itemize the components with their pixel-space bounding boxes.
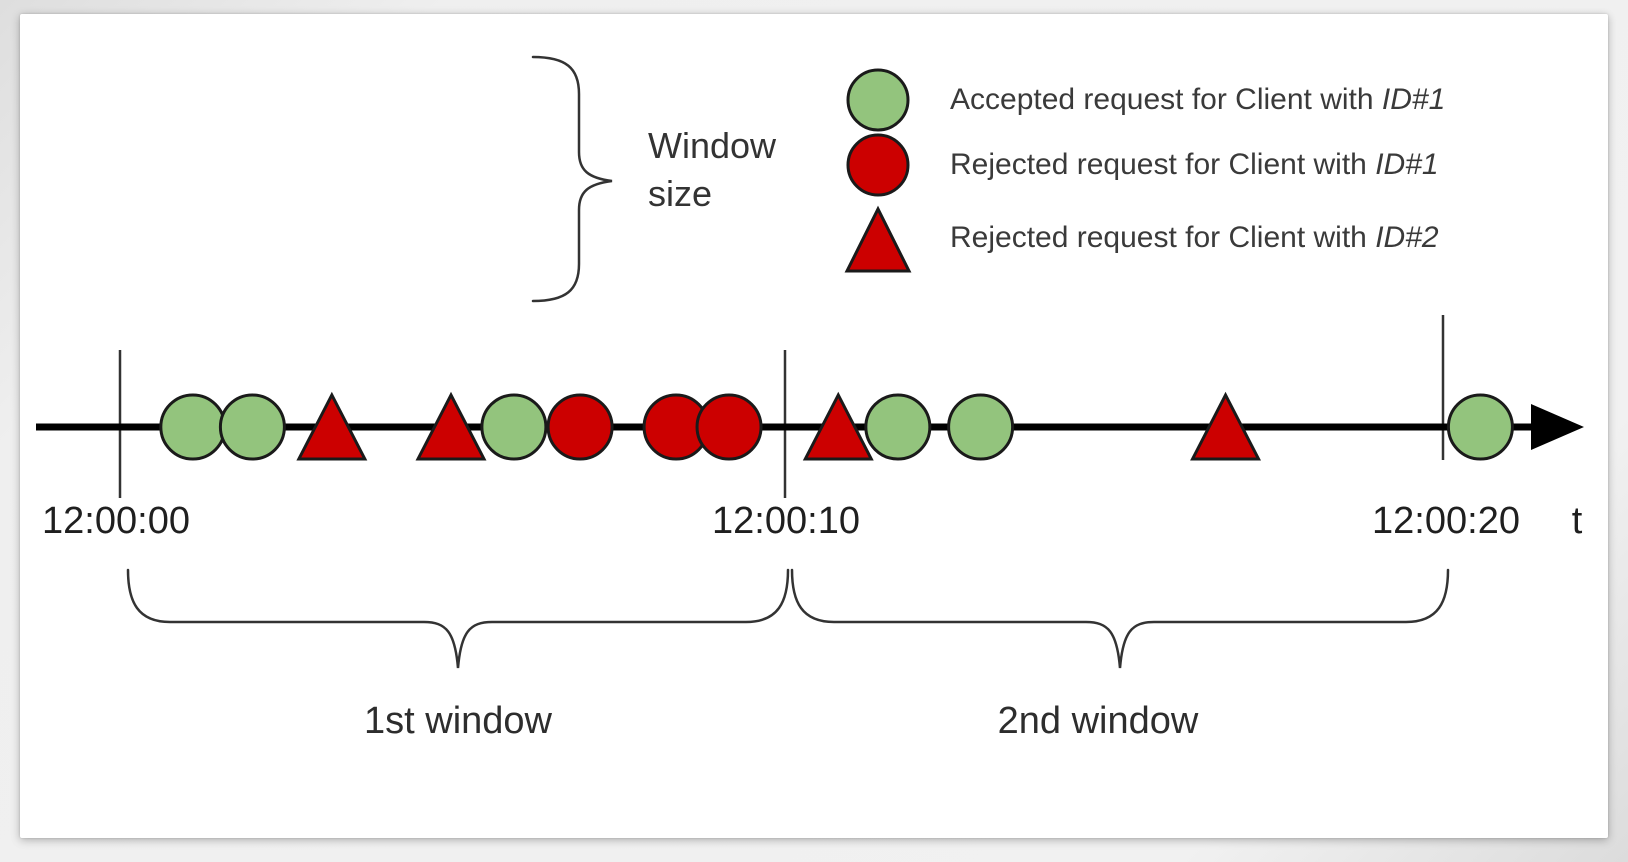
timeline-arrowhead-icon [1531, 404, 1584, 450]
accepted-circle-icon [846, 68, 910, 132]
marker-accepted-circle [480, 393, 548, 461]
first-window-brace [126, 568, 790, 669]
legend-text: Rejected request for Client with [950, 221, 1376, 254]
marker-accepted-circle [864, 393, 932, 461]
rejected-triangle-icon [844, 205, 912, 273]
legend-text: Accepted request for Client with [950, 83, 1382, 116]
legend-symbols [844, 68, 912, 273]
legend-client-id: ID#1 [1375, 148, 1439, 181]
tick-label-12-00-10: 12:00:10 [712, 500, 860, 542]
legend-item-rejected-id2: Rejected request for Client with ID#2 [950, 221, 1439, 255]
timeline-markers [159, 391, 1514, 461]
legend-text: Rejected request for Client with [950, 148, 1376, 181]
axis-variable-label: t [1571, 500, 1583, 542]
window-size-line2: size [648, 173, 713, 214]
window-size-label: Window size [648, 122, 776, 218]
marker-rejected-triangle [415, 391, 487, 461]
marker-rejected-triangle [802, 391, 874, 461]
window-size-line1: Window [648, 125, 777, 166]
marker-accepted-circle [947, 393, 1015, 461]
first-window-label: 1st window [364, 700, 552, 742]
marker-rejected-circle [546, 393, 614, 461]
legend-item-accepted-id1: Accepted request for Client with ID#1 [950, 83, 1445, 117]
marker-accepted-circle [159, 393, 227, 461]
second-window-label: 2nd window [997, 700, 1199, 742]
rejected-circle-icon [846, 133, 910, 197]
marker-accepted-circle [1446, 393, 1514, 461]
window-size-brace [531, 55, 613, 303]
marker-rejected-triangle [296, 391, 368, 461]
legend-item-rejected-id1: Rejected request for Client with ID#1 [950, 148, 1439, 182]
marker-rejected-circle [695, 393, 763, 461]
tick-label-12-00-20: 12:00:20 [1372, 500, 1520, 542]
tick-label-12-00-00: 12:00:00 [42, 500, 190, 542]
marker-rejected-triangle [1190, 391, 1262, 461]
legend-client-id: ID#1 [1381, 83, 1446, 116]
second-window-brace [790, 568, 1450, 669]
marker-accepted-circle [218, 393, 286, 461]
legend-client-id: ID#2 [1375, 221, 1439, 254]
